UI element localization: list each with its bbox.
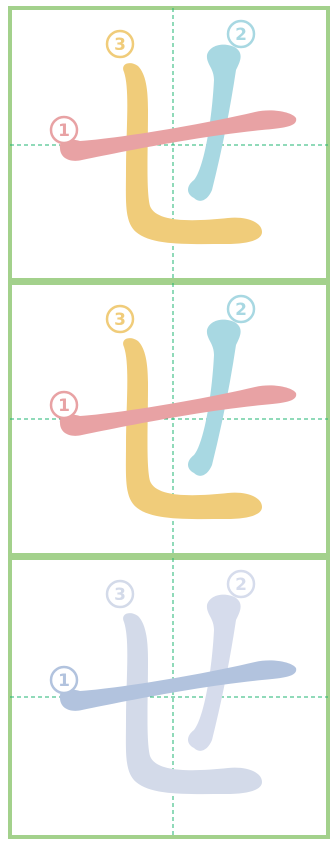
stroke-number-label: 1 (58, 671, 70, 691)
stroke-number-label: 1 (58, 396, 70, 416)
panel-frame (8, 556, 330, 839)
stroke-number-label: 2 (235, 575, 247, 595)
stroke-panel-1: 1 2 3 (8, 6, 330, 282)
stroke-panel-3: 1 2 3 (8, 556, 330, 839)
stroke-number-label: 2 (235, 300, 247, 320)
stroke-number-label: 3 (114, 310, 126, 330)
stroke-1 (59, 660, 297, 711)
stroke-number-label: 1 (58, 121, 70, 141)
circled-two-icon: 2 (226, 19, 256, 49)
circled-one-icon: 1 (49, 115, 79, 145)
circled-one-icon: 1 (49, 665, 79, 695)
circled-three-icon: 3 (105, 29, 135, 59)
circled-two-icon: 2 (226, 294, 256, 324)
circled-two-icon: 2 (226, 569, 256, 599)
stroke-3 (123, 613, 262, 795)
stroke-1 (59, 385, 297, 436)
stroke-1 (59, 110, 297, 161)
circled-three-icon: 3 (105, 579, 135, 609)
circled-one-icon: 1 (49, 390, 79, 420)
stroke-panel-2: 1 2 3 (8, 281, 330, 557)
stroke-number-label: 3 (114, 585, 126, 605)
stroke-3 (123, 63, 262, 245)
stroke-number-label: 2 (235, 25, 247, 45)
stroke-number-label: 3 (114, 35, 126, 55)
stroke-3 (123, 338, 262, 520)
circled-three-icon: 3 (105, 304, 135, 334)
